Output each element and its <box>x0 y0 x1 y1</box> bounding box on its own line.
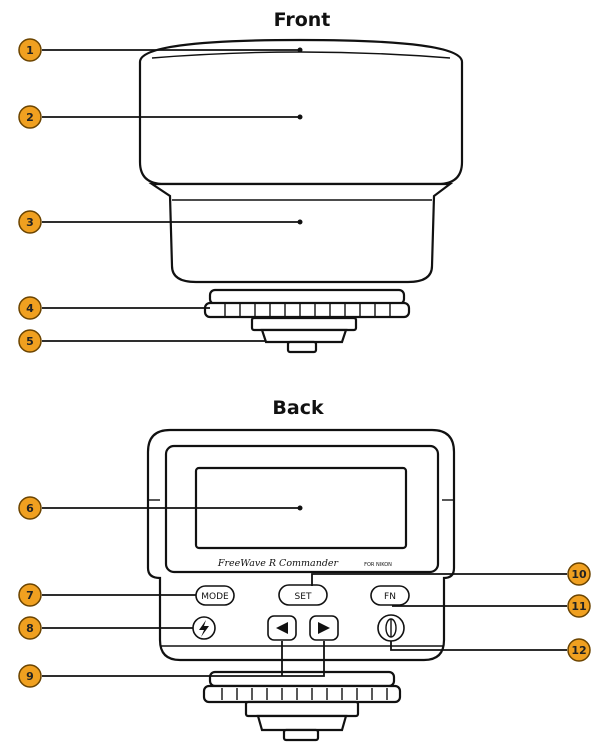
mode-button[interactable]: MODE <box>195 585 235 606</box>
callout-5: 5 <box>18 329 265 353</box>
brand-label: FreeWave R Commander <box>217 558 340 569</box>
arrow-right-icon <box>318 622 330 634</box>
back-heading: Back <box>272 397 324 419</box>
svg-text:12: 12 <box>571 644 586 657</box>
callout-4: 4 <box>18 296 210 320</box>
svg-text:FN: FN <box>384 592 396 602</box>
svg-text:MODE: MODE <box>201 592 229 602</box>
svg-text:4: 4 <box>26 302 34 315</box>
svg-text:11: 11 <box>571 600 586 613</box>
callout-8: 8 <box>18 616 193 640</box>
front-collar-ridges <box>224 304 391 316</box>
svg-text:2: 2 <box>26 111 34 124</box>
svg-text:3: 3 <box>26 216 34 229</box>
svg-text:6: 6 <box>26 502 34 515</box>
svg-text:7: 7 <box>26 589 34 602</box>
callout-7: 7 <box>18 583 196 607</box>
back-collar-ridges <box>221 688 388 700</box>
callout-12: 12 <box>390 638 591 662</box>
lightning-icon <box>199 620 209 637</box>
left-arrow-button[interactable] <box>267 615 297 641</box>
svg-text:SET: SET <box>295 592 312 602</box>
right-arrow-button[interactable] <box>309 615 339 641</box>
svg-text:10: 10 <box>571 568 587 581</box>
callout-2: 2 <box>18 105 303 129</box>
callout-1: 1 <box>18 38 303 62</box>
svg-text:8: 8 <box>26 622 34 635</box>
flash-test-button[interactable] <box>192 616 216 640</box>
callout-3: 3 <box>18 210 303 234</box>
set-button[interactable]: SET <box>278 584 328 606</box>
power-button[interactable] <box>377 614 405 642</box>
brand-sub-label: FOR NIKON <box>364 562 392 568</box>
callout-9: 9 <box>18 641 325 688</box>
front-view-device <box>138 38 464 354</box>
front-heading: Front <box>274 9 331 31</box>
callout-10: 10 <box>311 562 591 586</box>
svg-text:1: 1 <box>26 44 34 57</box>
callout-6: 6 <box>18 496 303 520</box>
svg-text:9: 9 <box>26 670 34 683</box>
svg-text:5: 5 <box>26 335 34 348</box>
arrow-left-icon <box>276 622 288 634</box>
callout-11: 11 <box>392 594 591 618</box>
fn-button[interactable]: FN <box>370 585 410 606</box>
